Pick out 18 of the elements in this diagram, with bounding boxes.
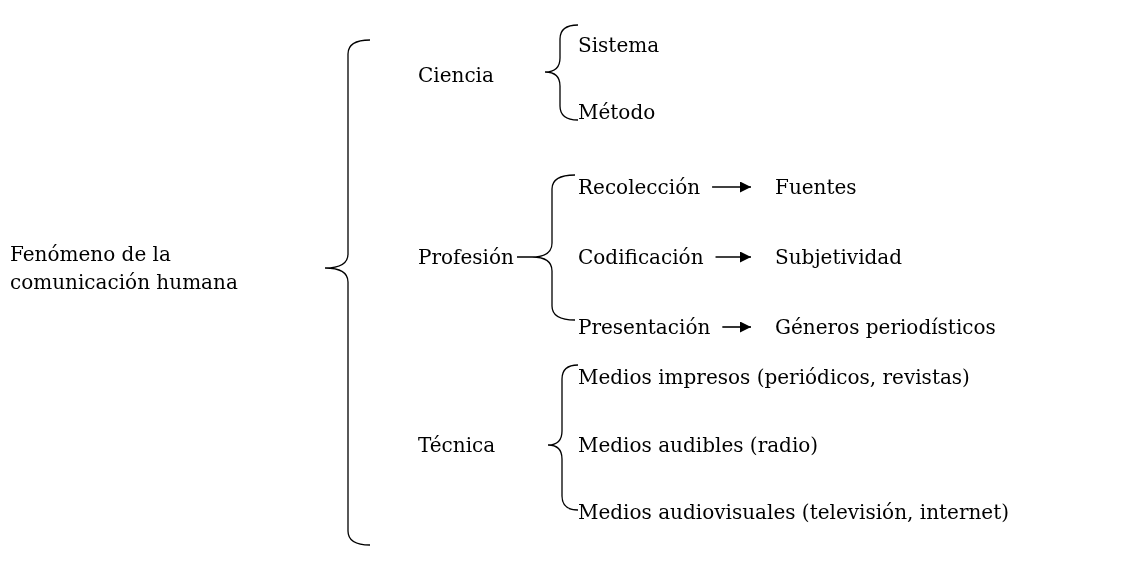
concept-text: Codificación [578,243,704,271]
topic-text: Fenómeno de la comunicación humana [10,241,239,296]
arrow [714,251,752,263]
concept-text: Medios impresos (periódicos, revistas) [578,364,970,391]
concept-text: Técnica [418,432,496,459]
concept-text: Recolección [578,173,701,201]
concept-text: Fuentes [775,173,857,201]
arrow [711,181,752,193]
arrow [721,321,752,333]
concept-text: Medios audiovisuales (televisión, internet) [578,499,1009,526]
concept-text: Géneros periodísticos [775,313,996,341]
concept-text: Sistema [578,32,660,59]
concept-text: Presentación [578,313,711,341]
concept-text: Medios audibles (radio) [578,432,819,459]
concept-text: Ciencia [418,62,494,89]
concept-text: Método [578,99,656,126]
concept-text: Profesión [418,244,514,271]
concept-text: Subjetividad [775,243,903,271]
